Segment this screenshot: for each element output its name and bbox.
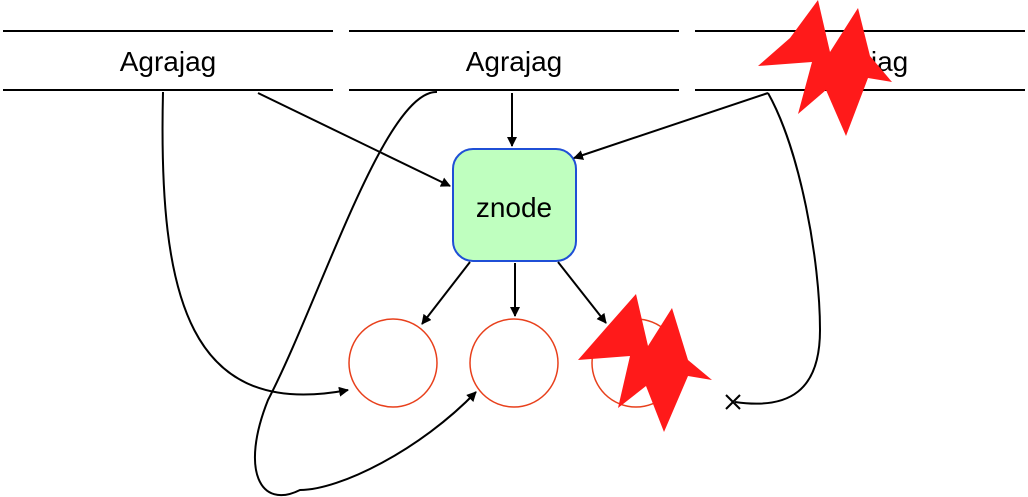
header-label-2: Agrajag (466, 46, 563, 77)
header-label-1: Agrajag (120, 46, 217, 77)
edge-header3-to-znode (573, 92, 769, 160)
lightning-bolt-icon (758, 0, 892, 136)
edge-header2-to-child2 (253, 90, 477, 497)
edge-znode-to-child3 (557, 261, 607, 324)
header-box-2: Agrajag (349, 30, 679, 91)
znode-label: znode (476, 192, 552, 223)
cross-mark-icon (725, 394, 741, 410)
edge-header3-to-broken (734, 92, 822, 405)
edge-znode-to-child1 (421, 261, 471, 325)
edge-header1-to-child1 (161, 91, 349, 397)
child-circle-1 (348, 318, 438, 408)
child-circle-2 (469, 318, 559, 408)
edge-header1-to-znode (257, 92, 451, 187)
znode-rect (452, 148, 577, 262)
lightning-bolt-icon (578, 294, 712, 432)
header-box-1: Agrajag (3, 30, 333, 91)
znode-box: znode (452, 148, 577, 262)
